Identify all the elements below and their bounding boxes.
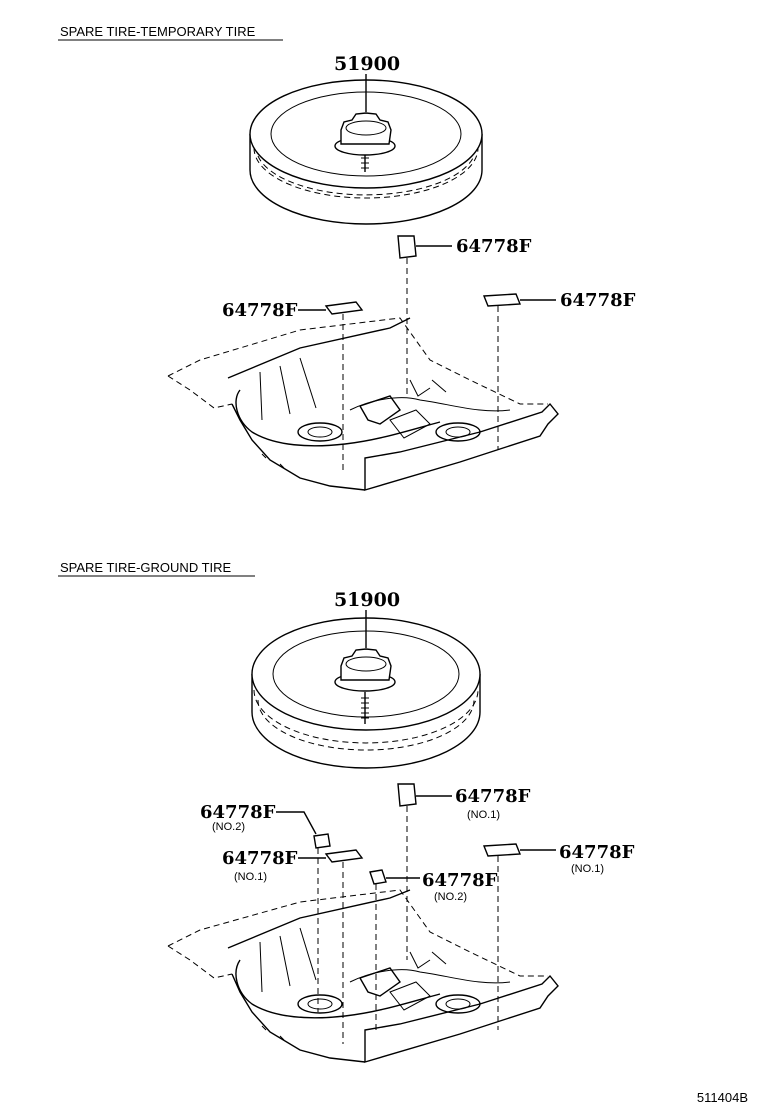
callout-part-number: 64778F <box>559 842 635 863</box>
callout-note: (NO.1) <box>234 871 267 883</box>
floor-pan <box>167 889 559 1063</box>
section-temporary-tire: SPARE TIRE-TEMPORARY TIRE 51900 64778F 6… <box>58 24 636 491</box>
floor-pan <box>167 317 559 491</box>
tire-part-number: 51900 <box>334 589 400 611</box>
pad-rear <box>397 783 417 807</box>
pad-small-left <box>313 833 331 849</box>
pad-rear <box>397 235 417 259</box>
section-title: SPARE TIRE-TEMPORARY TIRE <box>60 24 256 39</box>
callout-note: (NO.2) <box>212 821 245 833</box>
callout-part-number: 64778F <box>200 802 276 823</box>
callout-note: (NO.1) <box>571 863 604 875</box>
callout-note: (NO.1) <box>467 809 500 821</box>
tire-part-number: 51900 <box>334 53 400 75</box>
callout-part-number: 64778F <box>422 870 498 891</box>
pad-left <box>324 849 364 863</box>
section-ground-tire: SPARE TIRE-GROUND TIRE 51900 64778F (NO.… <box>58 560 635 1063</box>
pad-right <box>482 843 522 857</box>
illustration-code: 511404B <box>697 1090 748 1105</box>
spare-tire <box>251 617 481 769</box>
pad-right <box>482 293 522 307</box>
hold-down-knob <box>340 648 392 681</box>
callout-part-number: 64778F <box>456 236 532 257</box>
callout-part-number: 64778F <box>560 290 636 311</box>
callout-part-number: 64778F <box>455 786 531 807</box>
spare-tire <box>249 79 483 225</box>
callout-part-number: 64778F <box>222 300 298 321</box>
callout-part-number: 64778F <box>222 848 298 869</box>
pad-small-center <box>369 869 387 885</box>
callout-note: (NO.2) <box>434 891 467 903</box>
hold-down-knob <box>340 112 392 145</box>
pad-left <box>324 301 364 315</box>
section-title: SPARE TIRE-GROUND TIRE <box>60 560 232 575</box>
